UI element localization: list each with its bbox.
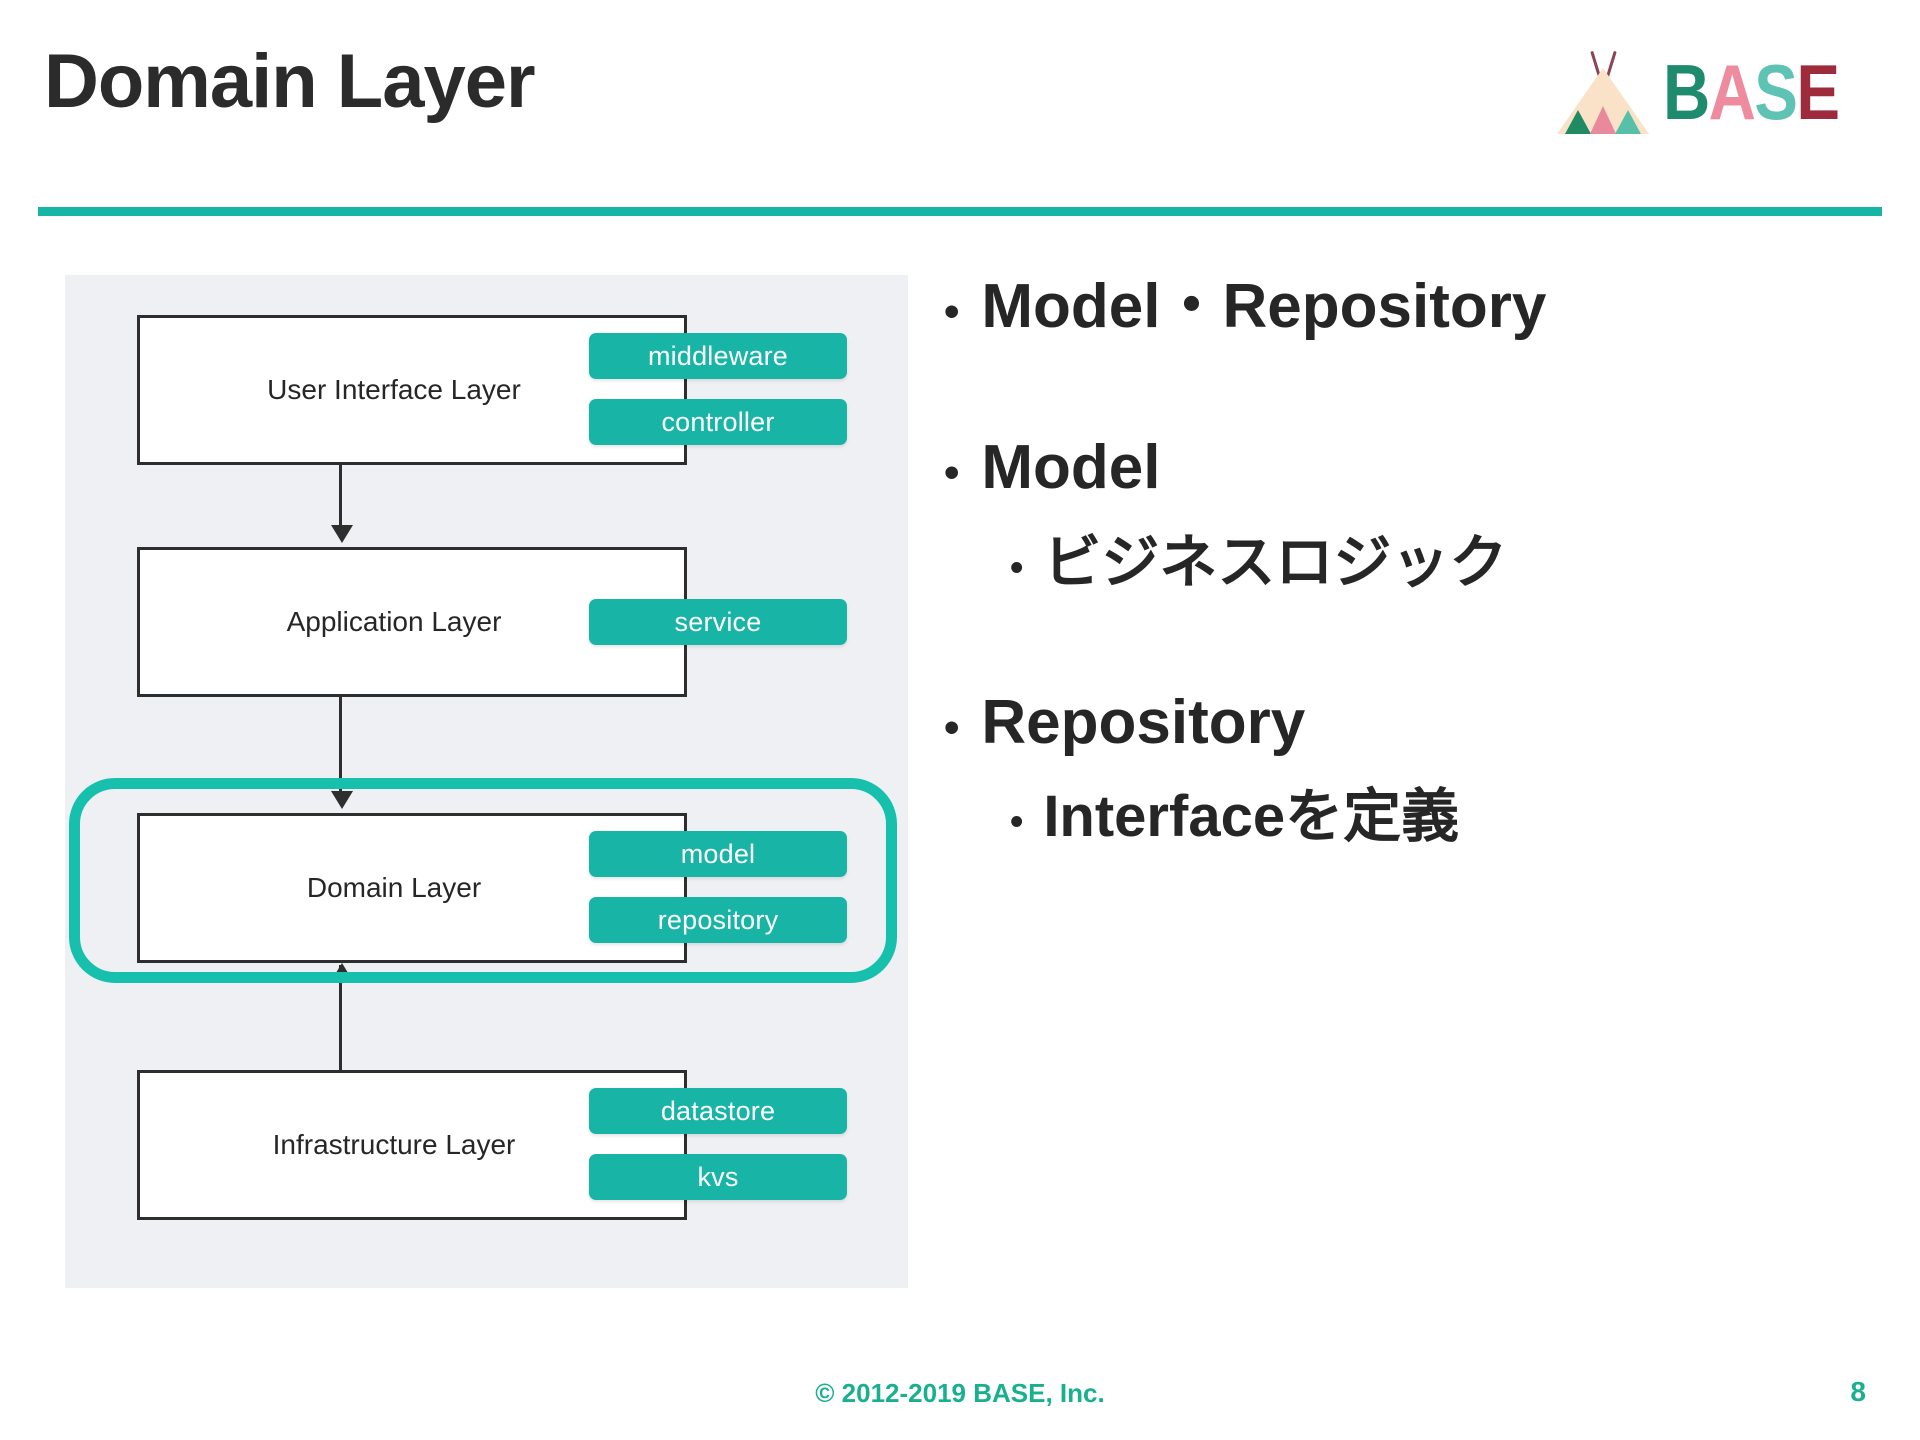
base-logo: BASE	[1557, 46, 1872, 138]
layer-tag-controller: controller	[589, 399, 847, 445]
diagram-layer-domain: Domain Layer model repository	[137, 813, 847, 963]
layer-tag-service: service	[589, 599, 847, 645]
bullet-text: Model	[981, 433, 1161, 503]
wordmark-letter-s: S	[1754, 47, 1799, 136]
bullet-marker-icon: •	[1010, 546, 1024, 589]
layer-tag-middleware: middleware	[589, 333, 847, 379]
teepee-triangle-3-icon	[1615, 110, 1642, 134]
page-title: Domain Layer	[44, 39, 536, 124]
bullet-list: • Model・Repository • Model • ビジネスロジック • …	[944, 272, 1884, 850]
layer-tag-kvs: kvs	[589, 1154, 847, 1200]
spacer	[944, 757, 1884, 785]
teepee-triangle-1-icon	[1565, 110, 1592, 134]
layer-tag-repository: repository	[589, 897, 847, 943]
layer-label: Application Layer	[286, 606, 502, 637]
bullet-repository: • Repository	[944, 688, 1884, 757]
connector-infrastructure-to-domain	[339, 965, 342, 1071]
arrow-ui-to-application	[331, 525, 353, 543]
spacer	[944, 341, 1884, 433]
wordmark-letter-a: A	[1708, 47, 1756, 136]
base-wordmark: BASE	[1663, 53, 1840, 131]
connector-ui-to-application	[339, 465, 342, 533]
bullet-text: Model・Repository	[981, 272, 1547, 341]
bullet-model-repository: • Model・Repository	[944, 272, 1884, 341]
sub-bullet-business-logic: • ビジネスロジック	[1010, 529, 1884, 596]
connector-application-to-domain	[339, 697, 342, 799]
spacer	[944, 596, 1884, 688]
spacer	[944, 503, 1884, 531]
page-number: 8	[1850, 1376, 1866, 1407]
sub-bullet-define-interface: • Interfaceを定義	[1010, 784, 1884, 850]
footer-copyright: © 2012-2019 BASE, Inc.	[815, 1378, 1105, 1408]
bullet-text: Repository	[981, 687, 1306, 757]
wordmark-letter-b: B	[1663, 47, 1710, 136]
sub-bullet-text: ビジネスロジック	[1043, 529, 1508, 595]
diagram-layer-user-interface: User Interface Layer middleware controll…	[137, 315, 847, 465]
bullet-marker-icon: •	[944, 287, 960, 336]
wordmark-letter-e: E	[1796, 47, 1841, 136]
title-divider	[38, 207, 1882, 216]
layer-label: Infrastructure Layer	[272, 1129, 516, 1160]
diagram-layer-application: Application Layer service	[137, 547, 847, 697]
layered-architecture-diagram: User Interface Layer middleware controll…	[65, 275, 908, 1288]
arrow-infrastructure-to-domain	[331, 963, 353, 981]
bullet-marker-icon: •	[1010, 801, 1024, 844]
layer-tag-datastore: datastore	[589, 1088, 847, 1134]
layer-label: User Interface Layer	[267, 374, 521, 405]
base-teepee-icon	[1557, 50, 1650, 134]
teepee-triangle-2-icon	[1590, 106, 1617, 134]
diagram-layer-infrastructure: Infrastructure Layer datastore kvs	[137, 1070, 847, 1220]
bullet-model: • Model	[944, 433, 1884, 502]
bullet-marker-icon: •	[944, 702, 960, 752]
arrow-application-to-domain	[331, 791, 353, 809]
layer-label: Domain Layer	[306, 872, 482, 903]
sub-bullet-text: Interfaceを定義	[1043, 784, 1460, 850]
layer-tag-model: model	[589, 831, 847, 877]
bullet-marker-icon: •	[944, 448, 960, 498]
